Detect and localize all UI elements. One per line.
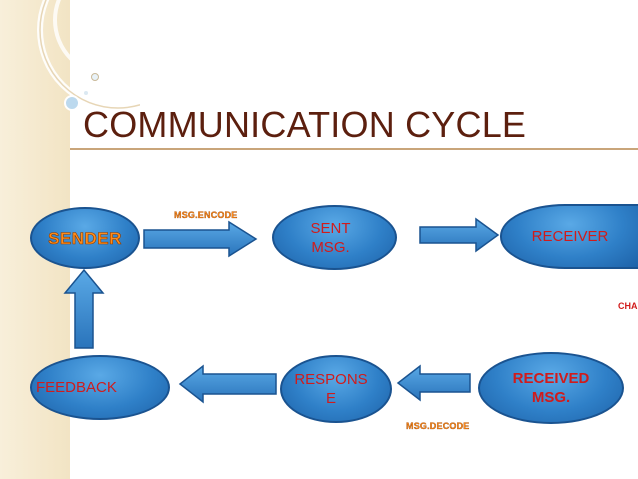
node-sender: SENDER xyxy=(30,207,140,269)
page-title: COMMUNICATION CYCLE xyxy=(83,104,527,145)
decorative-rings xyxy=(37,0,140,111)
node-sent-msg-label: SENT MSG. xyxy=(310,219,351,256)
node-response-label: RESPONS E xyxy=(294,371,368,407)
label-msg-encode: MSG.ENCODE xyxy=(174,210,238,220)
deco-ring-large-outline xyxy=(39,0,140,109)
deco-ring-small xyxy=(53,0,140,77)
arrow-decode xyxy=(396,364,471,402)
node-sent-msg: SENT MSG. xyxy=(272,205,397,270)
arrow-to-sender xyxy=(63,268,105,349)
node-receiver-label: RECEIVER xyxy=(531,228,609,245)
arrow-encode xyxy=(143,220,258,258)
label-channel-partial: CHAN xyxy=(618,301,638,311)
deco-bubble-tiny xyxy=(84,91,88,95)
arrow-to-feedback xyxy=(178,364,277,404)
node-received-msg: RECEIVED MSG. xyxy=(478,352,624,424)
node-response: RESPONS E xyxy=(280,355,392,423)
node-received-msg-label: RECEIVED MSG. xyxy=(512,370,590,406)
node-feedback: FEEDBACK xyxy=(30,355,170,420)
label-msg-decode: MSG.DECODE xyxy=(406,421,470,431)
arrow-to-receiver xyxy=(419,217,500,253)
deco-bubble-large xyxy=(64,95,80,111)
title-divider xyxy=(70,148,638,150)
node-feedback-label: FEEDBACK xyxy=(36,379,117,396)
node-sender-label: SENDER xyxy=(48,228,122,248)
node-receiver: RECEIVER xyxy=(500,204,638,269)
deco-bubble-small xyxy=(91,73,99,81)
